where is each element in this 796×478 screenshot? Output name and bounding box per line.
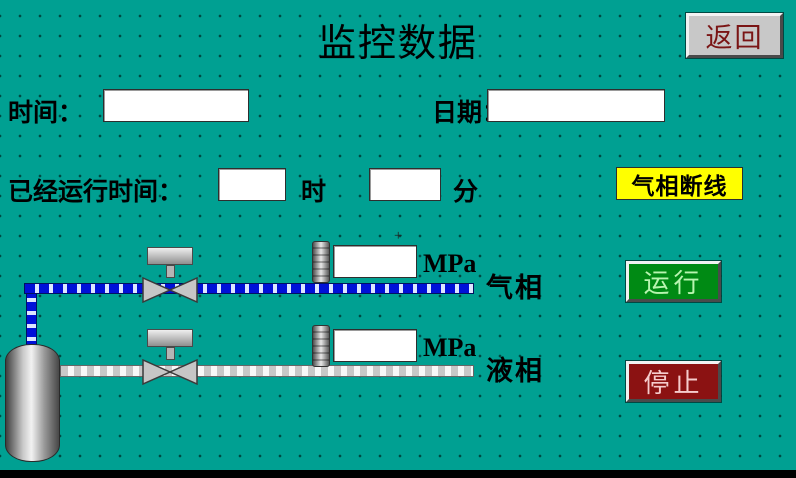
gas-transmitter-icon <box>312 241 330 283</box>
runtime-label: 已经运行时间： <box>8 179 184 206</box>
liquid-pipe <box>60 365 474 377</box>
liquid-pressure-unit: MPa <box>423 333 477 362</box>
time-display <box>103 89 249 122</box>
page-title: 监控数据 <box>317 23 478 65</box>
liquid-valve-body <box>142 359 198 385</box>
liquid-phase-label: 液相 <box>486 356 544 386</box>
date-display <box>487 89 665 122</box>
gas-pressure-unit: MPa <box>423 249 477 278</box>
gas-pressure-display <box>333 245 417 278</box>
gas-phase-label: 气相 <box>486 273 544 303</box>
run-button[interactable]: 运行 <box>626 261 721 302</box>
gas-pipe-riser <box>26 288 37 350</box>
gas-pipe <box>24 283 474 294</box>
gas-valve-stem <box>166 265 175 278</box>
liquid-valve-icon <box>142 329 198 385</box>
storage-tank <box>5 344 60 462</box>
cursor-marker: + <box>394 228 403 244</box>
liquid-transmitter-icon <box>312 325 330 367</box>
liquid-valve-stem <box>166 347 175 360</box>
liquid-valve-actuator <box>147 329 193 347</box>
time-label: 时间： <box>8 100 84 127</box>
runtime-hours-display <box>218 168 286 201</box>
liquid-pressure-display <box>333 329 417 362</box>
back-button[interactable]: 返回 <box>686 13 783 58</box>
minute-unit-label: 分 <box>453 179 479 206</box>
runtime-minutes-display <box>369 168 441 201</box>
stop-button[interactable]: 停止 <box>626 361 721 402</box>
gas-valve-icon <box>142 247 198 303</box>
bottom-bar <box>0 470 796 478</box>
gas-valve-body <box>142 277 198 303</box>
gas-valve-actuator <box>147 247 193 265</box>
gas-disconnect-alarm-badge: 气相断线 <box>616 167 743 200</box>
hour-unit-label: 时 <box>301 179 327 206</box>
